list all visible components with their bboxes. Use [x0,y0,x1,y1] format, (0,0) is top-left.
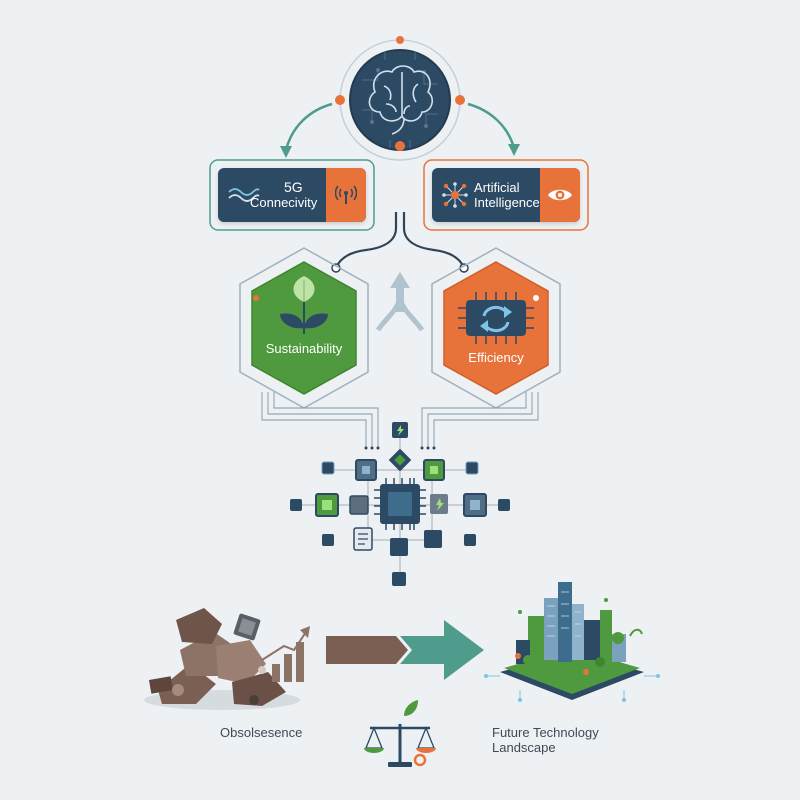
connectivity-card-frame [209,159,375,231]
connectivity-subtitle: Connecivity [250,195,318,210]
arrow-brain-to-connectivity [280,102,333,158]
ai-card: Artificial Intelligence [432,168,580,222]
wave-icon [228,188,260,202]
brain-icon [368,65,434,135]
rising-chart-icon [261,626,310,682]
diamond-chip [388,448,412,472]
connectivity-card-body: 5G Connecivity [218,168,326,222]
neural-network-icon [442,182,468,208]
chip-row-1 [321,459,479,481]
ai-icon-panel [540,168,580,222]
connectivity-title: 5G [284,179,303,195]
bottom-chip [392,572,406,586]
ai-card-frame [423,159,589,231]
obsolescence-label: Obsolsesence [220,725,303,740]
arrow-brain-to-ai [467,102,520,156]
chip-grid [290,422,510,586]
connectivity-card: 5G Connecivity [218,168,366,222]
chip-refresh-icon [458,292,534,344]
efficiency-label: Efficiency [468,350,524,365]
leaf-icon [280,276,328,334]
future-landscape-label-line2: Landscape [492,740,556,755]
future-city-icon [484,582,660,702]
signal-tower-icon [335,185,357,204]
obsolete-debris-pile [144,608,310,710]
brain-node [335,36,465,161]
balance-scale-icon [364,700,436,767]
sustainability-hexagon [239,247,369,409]
eye-icon [548,189,572,201]
power-chip [392,422,408,438]
sustainability-label: Sustainability [265,341,343,356]
ai-title: Artificial [474,180,520,195]
transition-arrow [326,620,484,680]
chip-row-3 [322,527,476,556]
card-to-hex-connectors [334,212,466,269]
ai-card-body: Artificial Intelligence [432,168,540,222]
chip-row-2 [290,478,510,530]
connectivity-icon-panel [326,168,366,222]
efficiency-hexagon [431,247,561,409]
ai-subtitle: Intelligence [474,195,540,210]
up-arrow-icon [375,272,425,332]
future-landscape-label-line1: Future Technology [492,725,599,740]
